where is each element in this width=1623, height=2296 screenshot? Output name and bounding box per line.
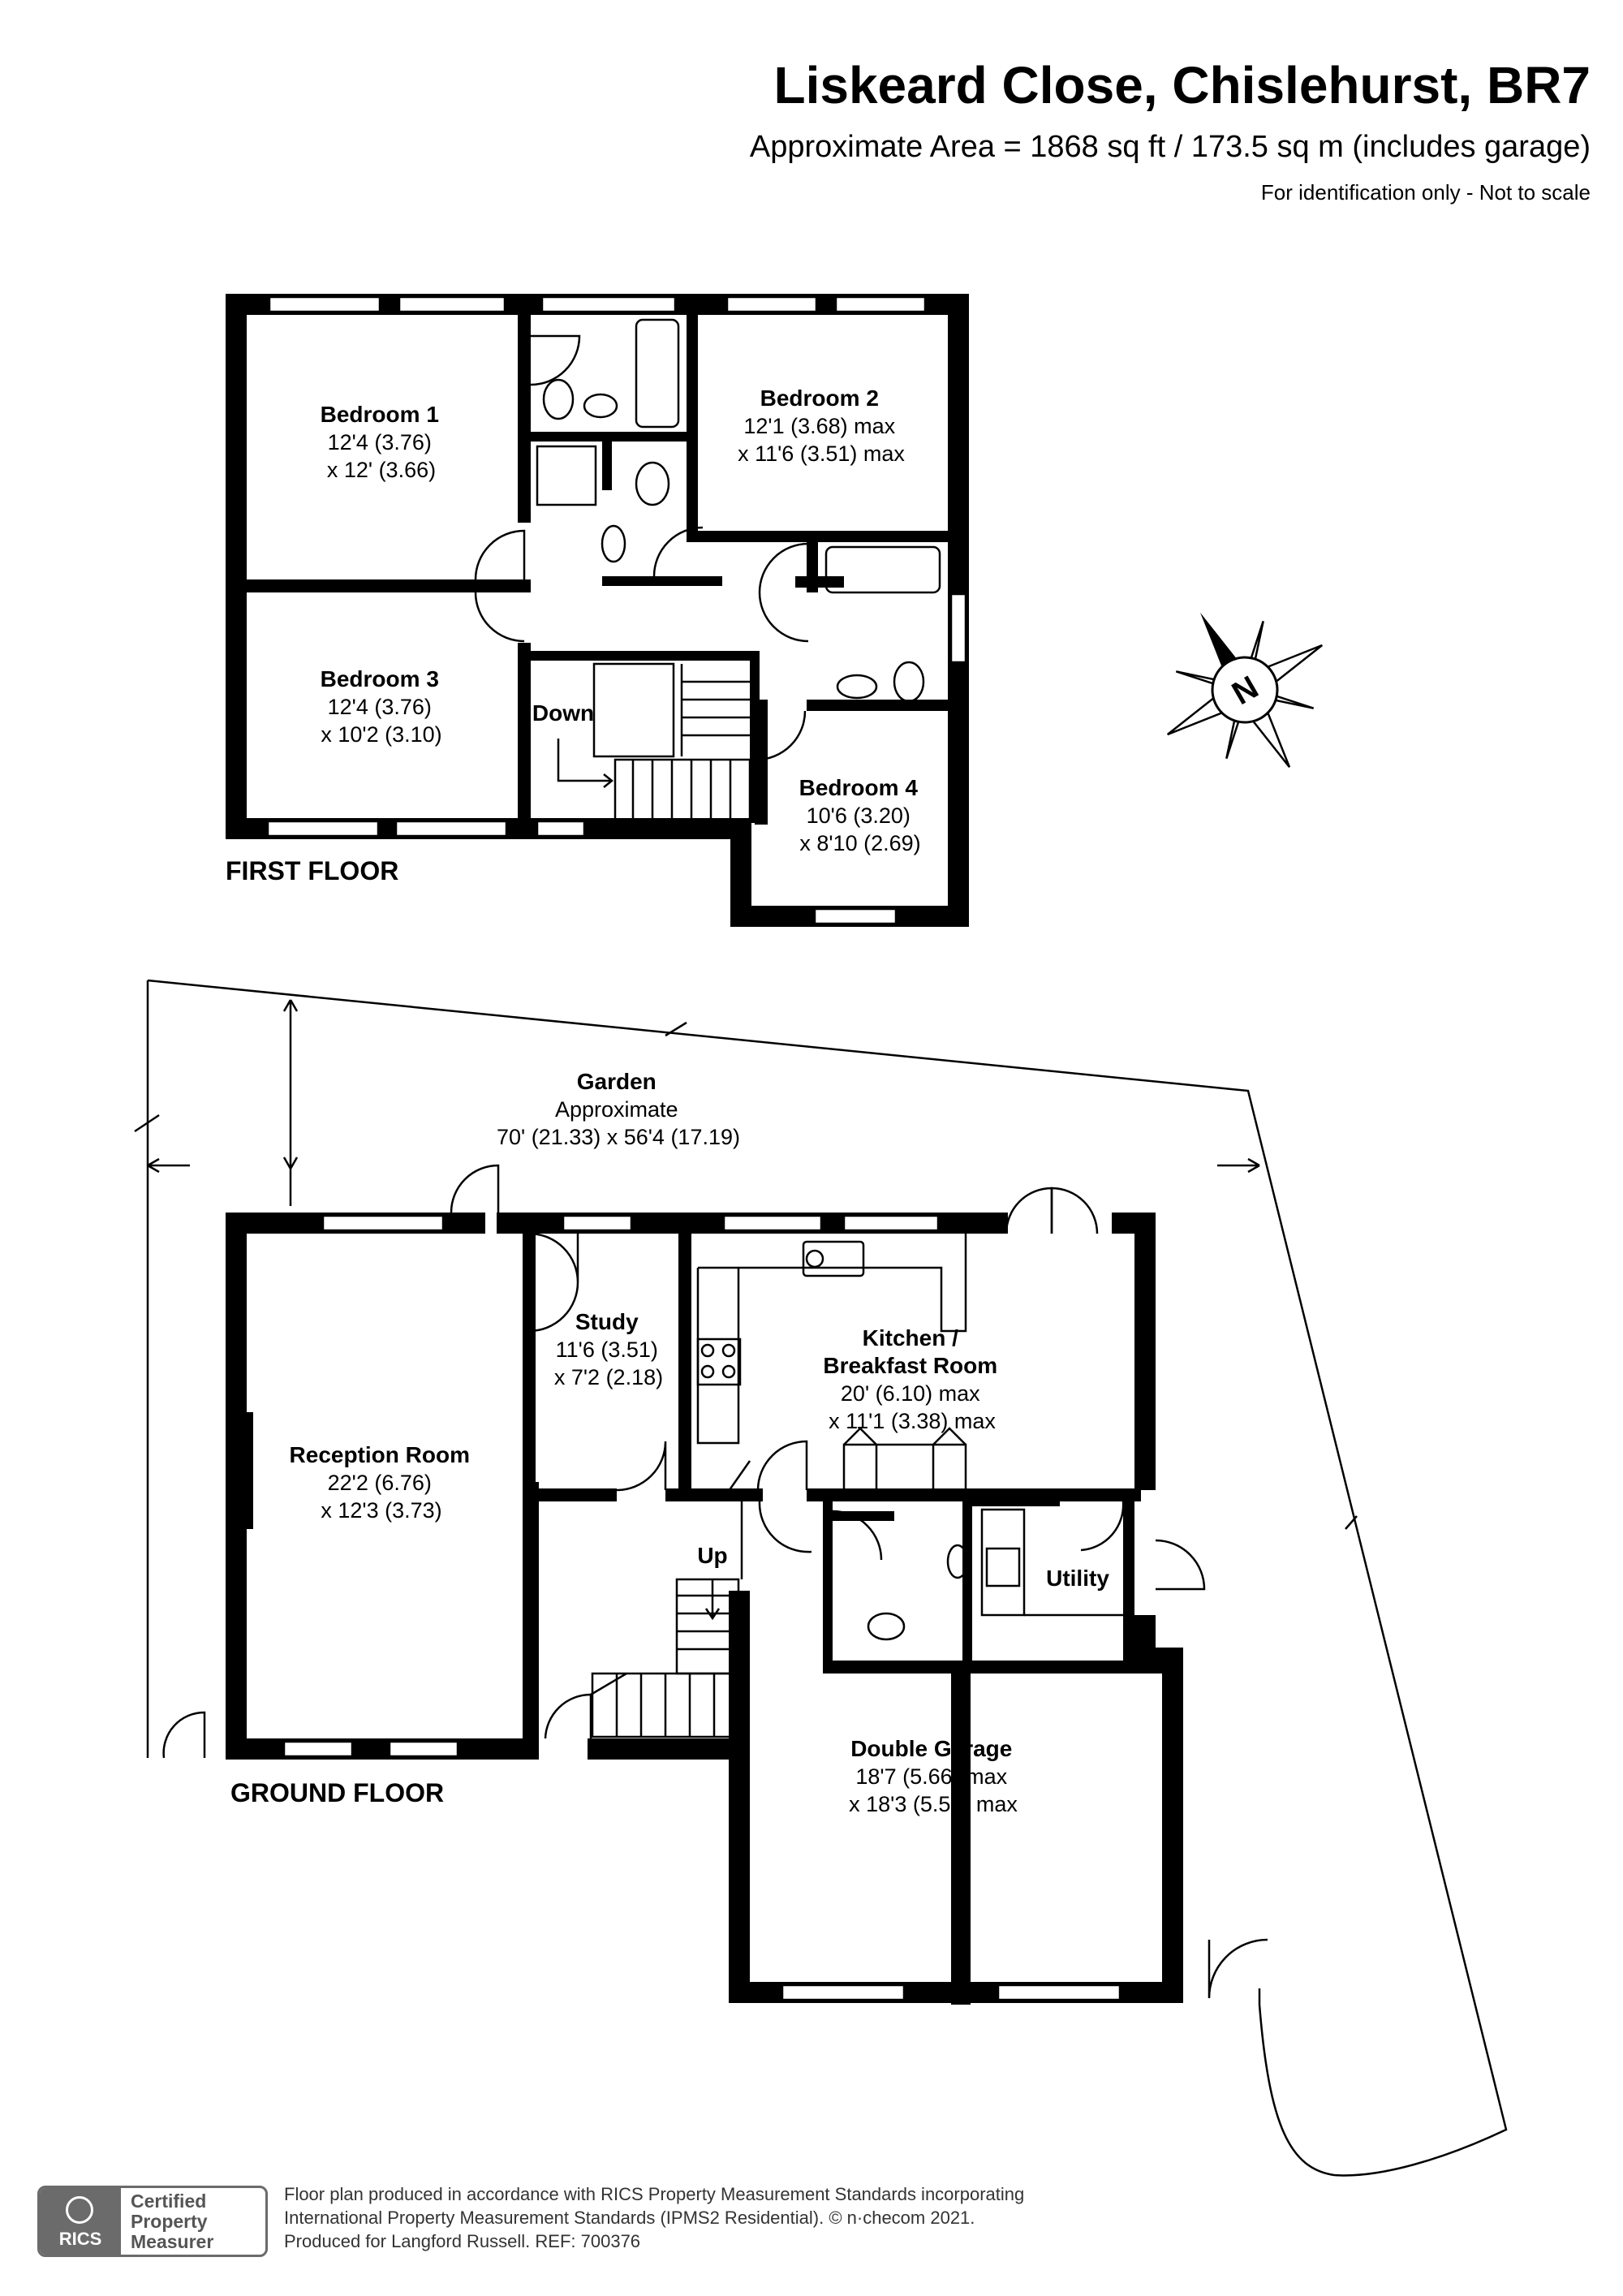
compass-rose: N <box>1166 612 1324 769</box>
page-title: Liskeard Close, Chislehurst, BR7 <box>773 56 1591 114</box>
garden-boundary <box>134 979 1508 2177</box>
rics-emblem-icon <box>66 2196 93 2224</box>
ground-floor-label: GROUND FLOOR <box>230 1778 444 1807</box>
study-label: Study 11'6 (3.51) x 7'2 (2.18) <box>554 1309 663 1389</box>
stairs-up-label: Up <box>697 1543 727 1568</box>
bedroom4-label: Bedroom 4 10'6 (3.20) x 8'10 (2.69) <box>799 775 922 855</box>
utility-label: Utility <box>1046 1566 1109 1591</box>
footer-disclaimer: Floor plan produced in accordance with R… <box>284 2184 1025 2251</box>
first-floor-label: FIRST FLOOR <box>226 856 398 885</box>
first-floor-plan <box>226 294 969 927</box>
reception-label: Reception Room 22'2 (6.76) x 12'3 (3.73) <box>290 1442 474 1523</box>
badge-text: Certified Property Measurer <box>131 2190 214 2252</box>
garage-label: Double Garage 18'7 (5.66) max x 18'3 (5.… <box>849 1736 1018 1816</box>
garden-label: Garden Approximate 70' (21.33) x 56'4 (1… <box>497 1069 740 1149</box>
rics-certified-badge: RICS Certified Property Measurer <box>37 2186 268 2257</box>
bedroom1-label: Bedroom 1 12'4 (3.76) x 12' (3.66) <box>321 402 443 482</box>
scale-note: For identification only - Not to scale <box>1260 180 1591 205</box>
bedroom2-label: Bedroom 2 12'1 (3.68) max x 11'6 (3.51) … <box>738 386 905 466</box>
ground-floor-plan <box>162 1164 1206 2005</box>
bedroom3-label: Bedroom 3 12'4 (3.76) x 10'2 (3.10) <box>321 666 443 747</box>
kitchen-label: Kitchen / Breakfast Room 20' (6.10) max … <box>823 1325 1001 1433</box>
area-subtitle: Approximate Area = 1868 sq ft / 173.5 sq… <box>749 130 1591 164</box>
stairs-down-label: Down <box>532 700 594 726</box>
rics-logo: RICS <box>40 2188 121 2255</box>
